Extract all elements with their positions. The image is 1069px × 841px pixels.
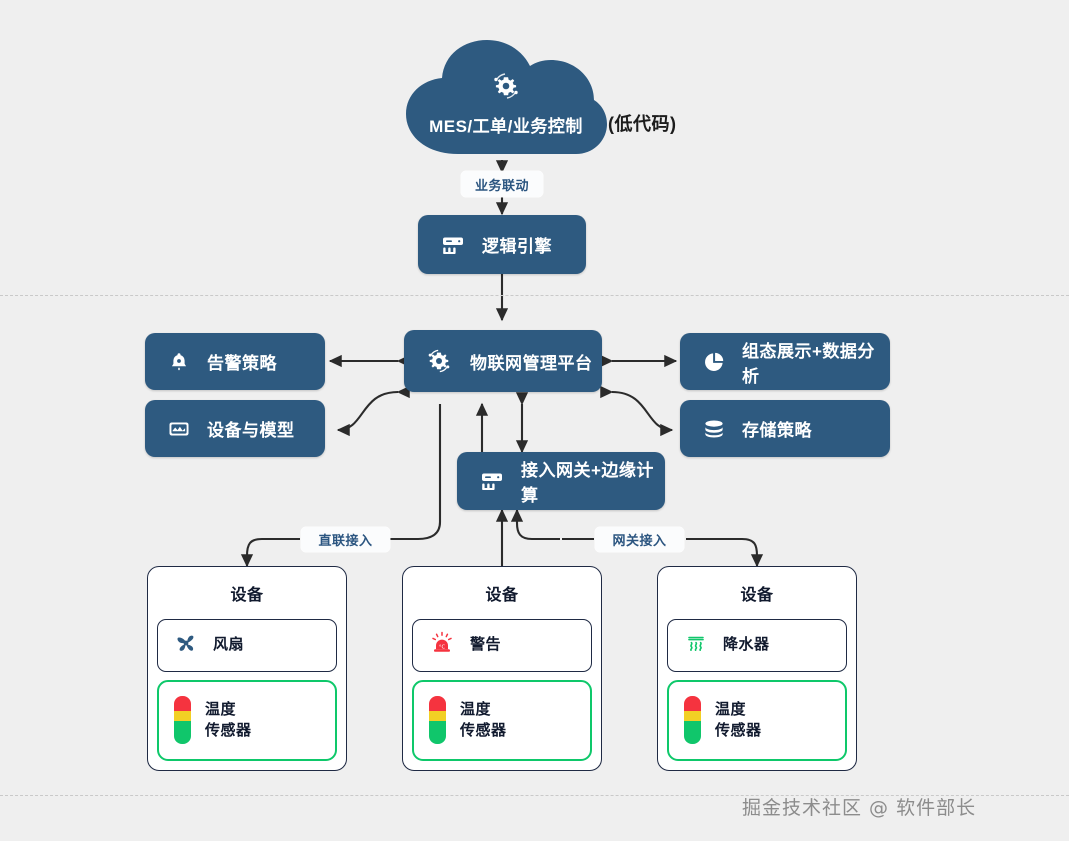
gateway-device-icon [440, 232, 466, 258]
node-scada-analytics-label: 组态展示+数据分析 [742, 341, 875, 386]
iot-gear-icon [424, 346, 454, 376]
svg-text:°C: °C [439, 644, 446, 650]
node-logic-engine[interactable]: 逻辑引擎 [418, 215, 586, 274]
node-device-model[interactable]: 设备与模型 [145, 400, 325, 457]
temperature-sensor-icon [429, 696, 446, 745]
node-storage-policy-label: 存储策略 [742, 421, 812, 440]
node-gateway-edge[interactable]: 接入网关+边缘计算 [457, 452, 665, 510]
cloud-mes-node[interactable]: MES/工单/业务控制 [400, 36, 612, 158]
sprinkler-steam-icon [683, 630, 709, 661]
device-card-title: 设备 [230, 587, 264, 604]
node-iot-platform-label: 物联网管理平台 [470, 353, 593, 373]
wire-label-gateway-access: 网关接入 [595, 527, 684, 552]
device-card[interactable]: 设备 风扇 温度 传感器 [147, 566, 347, 771]
device-card-title: 设备 [740, 587, 774, 604]
node-storage-policy[interactable]: 存储策略 [680, 400, 890, 457]
device-component-alarm[interactable]: °C 警告 [412, 619, 592, 672]
temperature-sensor-icon [684, 696, 701, 745]
database-icon [702, 417, 726, 441]
alarm-beacon-icon: °C [428, 629, 456, 662]
wire-label-direct-access: 直联接入 [301, 527, 390, 552]
node-scada-analytics[interactable]: 组态展示+数据分析 [680, 333, 890, 390]
device-component-temperature-sensor[interactable]: 温度 传感器 [667, 679, 847, 761]
device-component-temperature-sensor[interactable]: 温度 传感器 [412, 679, 592, 761]
device-component-fan[interactable]: 风扇 [157, 619, 337, 672]
watermark-text: 掘金技术社区 @ 软件部长 [742, 797, 977, 819]
cloud-shape [406, 40, 607, 154]
node-alarm-policy[interactable]: 告警策略 [145, 333, 325, 390]
device-component-sprinkler[interactable]: 降水器 [667, 619, 847, 672]
wire-label-business-link: 业务联动 [461, 171, 543, 197]
fan-icon [173, 630, 199, 661]
bell-icon [167, 350, 191, 374]
gateway-device-icon [479, 468, 505, 494]
node-logic-engine-label: 逻辑引擎 [482, 237, 552, 256]
device-card-title: 设备 [485, 587, 519, 604]
device-component-label: 温度 传感器 [205, 700, 252, 740]
temperature-sensor-icon [174, 696, 191, 745]
device-component-label: 温度 传感器 [460, 700, 507, 740]
device-component-temperature-sensor[interactable]: 温度 传感器 [157, 679, 337, 761]
iot-gear-icon [488, 68, 524, 109]
device-card[interactable]: 设备 °C 警告 温度 传感器 [402, 566, 602, 771]
node-iot-platform[interactable]: 物联网管理平台 [404, 330, 602, 392]
node-gateway-edge-label: 接入网关+边缘计算 [521, 461, 654, 505]
device-component-label: 风扇 [213, 636, 245, 654]
pie-chart-icon [702, 350, 726, 374]
device-model-icon [167, 417, 191, 441]
low-code-note: (低代码) [608, 114, 677, 134]
section-divider-top [0, 295, 1069, 296]
node-alarm-policy-label: 告警策略 [207, 354, 277, 373]
device-card[interactable]: 设备 降水器 温度 传感器 [657, 566, 857, 771]
section-divider-bottom [0, 795, 1069, 796]
device-component-label: 降水器 [723, 636, 770, 654]
cloud-label: MES/工单/业务控制 [429, 117, 583, 136]
node-device-model-label: 设备与模型 [207, 421, 295, 440]
device-component-label: 警告 [470, 636, 502, 654]
device-component-label: 温度 传感器 [715, 700, 762, 740]
